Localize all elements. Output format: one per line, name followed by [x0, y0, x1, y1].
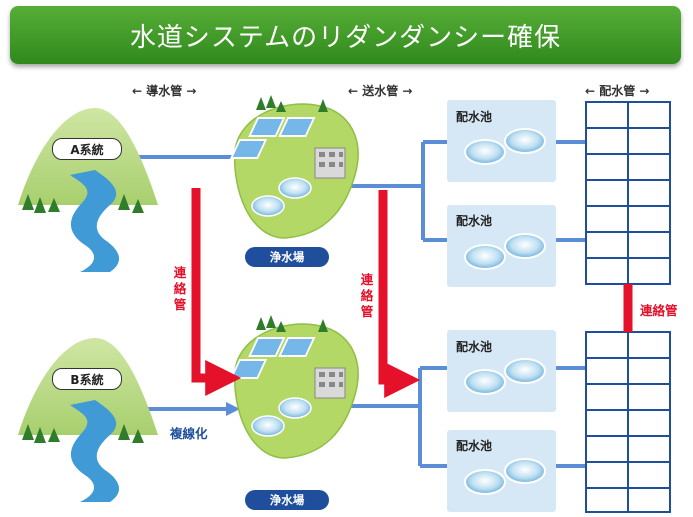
reservoir-label-2: 配水池 [456, 214, 493, 228]
reservoir-box-4 [447, 430, 556, 512]
distribution-grid-lower [585, 331, 671, 513]
source-label-a: A系統 [52, 138, 122, 160]
distribution-grid-upper [585, 101, 671, 285]
page-title: 水道システムのリダンダンシー確保 [129, 22, 562, 53]
reservoir-box-2 [447, 205, 556, 287]
mountain-b [18, 338, 158, 502]
title-bar: 水道システムのリダンダンシー確保 [10, 6, 681, 64]
intake-pipe-b [140, 402, 240, 416]
red-link-pipes [191, 188, 633, 398]
link-pipe-right-label: 連絡管 [640, 303, 678, 318]
reservoir-box-3 [447, 330, 556, 412]
blue-pipes [138, 140, 586, 468]
link-pipe-middle-label: 連絡管 [360, 272, 374, 319]
double-line-label: 複線化 [170, 426, 208, 441]
purification-plant-upper [229, 95, 359, 239]
reservoir-label-1: 配水池 [456, 110, 493, 124]
mountain-a [18, 108, 158, 272]
plant-label-upper: 浄水場 [245, 247, 329, 267]
purification-plant-lower [229, 315, 359, 459]
reservoir-box-1 [447, 100, 556, 182]
link-pipe-middle [378, 190, 421, 398]
reservoir-label-3: 配水池 [456, 340, 493, 354]
header-intake-pipe: ← 導水管 → [132, 84, 197, 98]
plant-label-lower: 浄水場 [245, 490, 329, 510]
header-transmission-pipe: ← 送水管 → [348, 84, 413, 98]
reservoir-label-4: 配水池 [456, 439, 493, 453]
link-pipe-left [191, 188, 242, 396]
link-pipe-left-label: 連絡管 [173, 265, 187, 312]
source-label-b: B系統 [52, 368, 122, 390]
header-distribution-pipe: ← 配水管 → [585, 84, 650, 98]
